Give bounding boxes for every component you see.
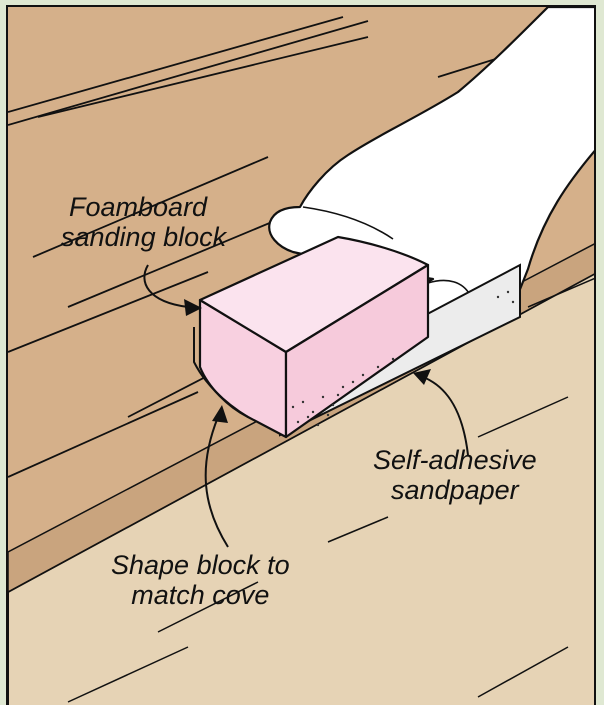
callout-shape-line1: Shape block to xyxy=(111,550,290,580)
callout-shape: Shape block to match cove xyxy=(111,550,290,610)
illustration-svg xyxy=(8,7,596,705)
callout-foamboard: Foamboard sanding block xyxy=(61,192,226,252)
callout-sandpaper-line1: Self-adhesive xyxy=(373,445,537,475)
callout-shape-line2: match cove xyxy=(111,580,290,610)
callout-foamboard-line1: Foamboard xyxy=(61,192,226,222)
illustration-frame: Foamboard sanding block Self-adhesive sa… xyxy=(6,5,596,705)
callout-sandpaper-line2: sandpaper xyxy=(373,475,537,505)
callout-sandpaper: Self-adhesive sandpaper xyxy=(373,445,537,505)
callout-foamboard-line2: sanding block xyxy=(61,222,226,252)
